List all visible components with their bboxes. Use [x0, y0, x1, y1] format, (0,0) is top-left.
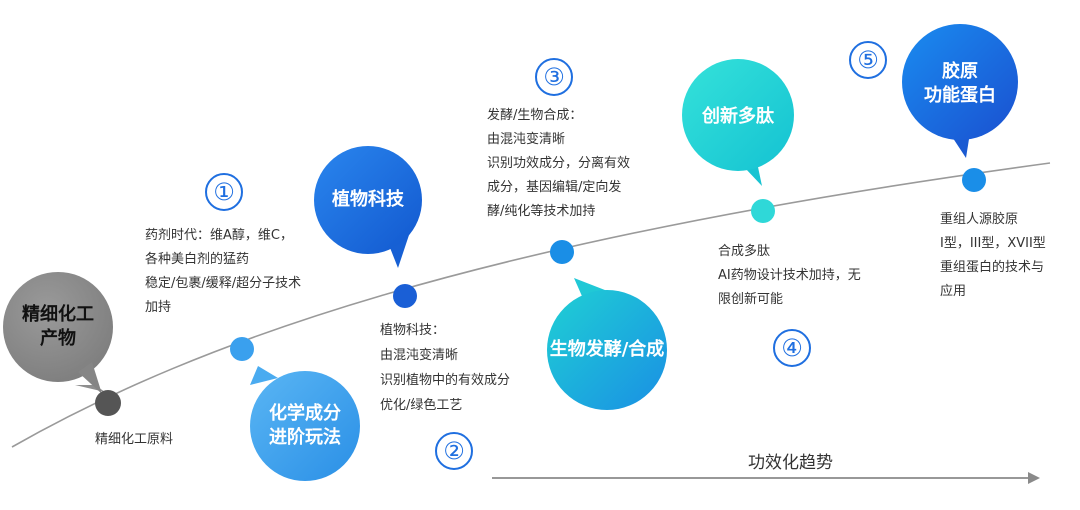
bubble-label-stage-3: 生物发酵/合成: [549, 339, 665, 360]
bubble-label-stage-1: 化学成分 进阶玩法: [269, 403, 341, 448]
stage-number-2: ②: [435, 432, 473, 470]
bubble-stage-1: [250, 366, 360, 481]
node-stage-2: [393, 284, 417, 308]
bubble-label-stage-5: 胶原 功能蛋白: [924, 61, 996, 106]
node-stage-1: [230, 337, 254, 361]
bubble-stage-2: [314, 146, 422, 268]
bubble-label-stage-0: 精细化工 产物: [22, 304, 94, 349]
node-stage-0: [95, 390, 121, 416]
bubble-stage-5: [902, 24, 1018, 158]
node-stage-5: [962, 168, 986, 192]
bubble-label-stage-4: 创新多肽: [702, 106, 774, 127]
node-stage-4: [751, 199, 775, 223]
caption-stage-2: 植物科技： 由混沌变清晰 识别植物中的有效成分 优化/绿色工艺: [380, 323, 511, 413]
trend-label: 功效化趋势: [748, 453, 833, 473]
stage-number-3: ③: [535, 58, 573, 96]
stage-number-1: ①: [205, 173, 243, 211]
bubble-stage-3: [547, 278, 667, 410]
caption-stage-3: 发酵/生物合成： 由混沌变清晰 识别功效成分，分离有效 成分，基因编辑/定向发 …: [487, 108, 631, 219]
caption-stage-5: 重组人源胶原 I型，III型，XVII型 重组蛋白的技术与 应用: [940, 212, 1046, 299]
caption-stage-1: 药剂时代：维A醇，维C， 各种美白剂的猛药 稳定/包裹/缓释/超分子技术 加持: [145, 228, 302, 315]
bubble-stage-4: [682, 59, 794, 186]
bubble-stage-0: [3, 272, 113, 394]
node-stage-3: [550, 240, 574, 264]
bubble-label-stage-2: 植物科技: [332, 189, 404, 210]
stage-number-5: ⑤: [849, 41, 887, 79]
caption-stage-4: 合成多肽 AI药物设计技术加持，无 限创新可能: [718, 244, 861, 307]
caption-stage-0: 精细化工原料: [95, 432, 174, 447]
stage-number-4: ④: [773, 329, 811, 367]
trend-arrow: [492, 472, 1040, 484]
